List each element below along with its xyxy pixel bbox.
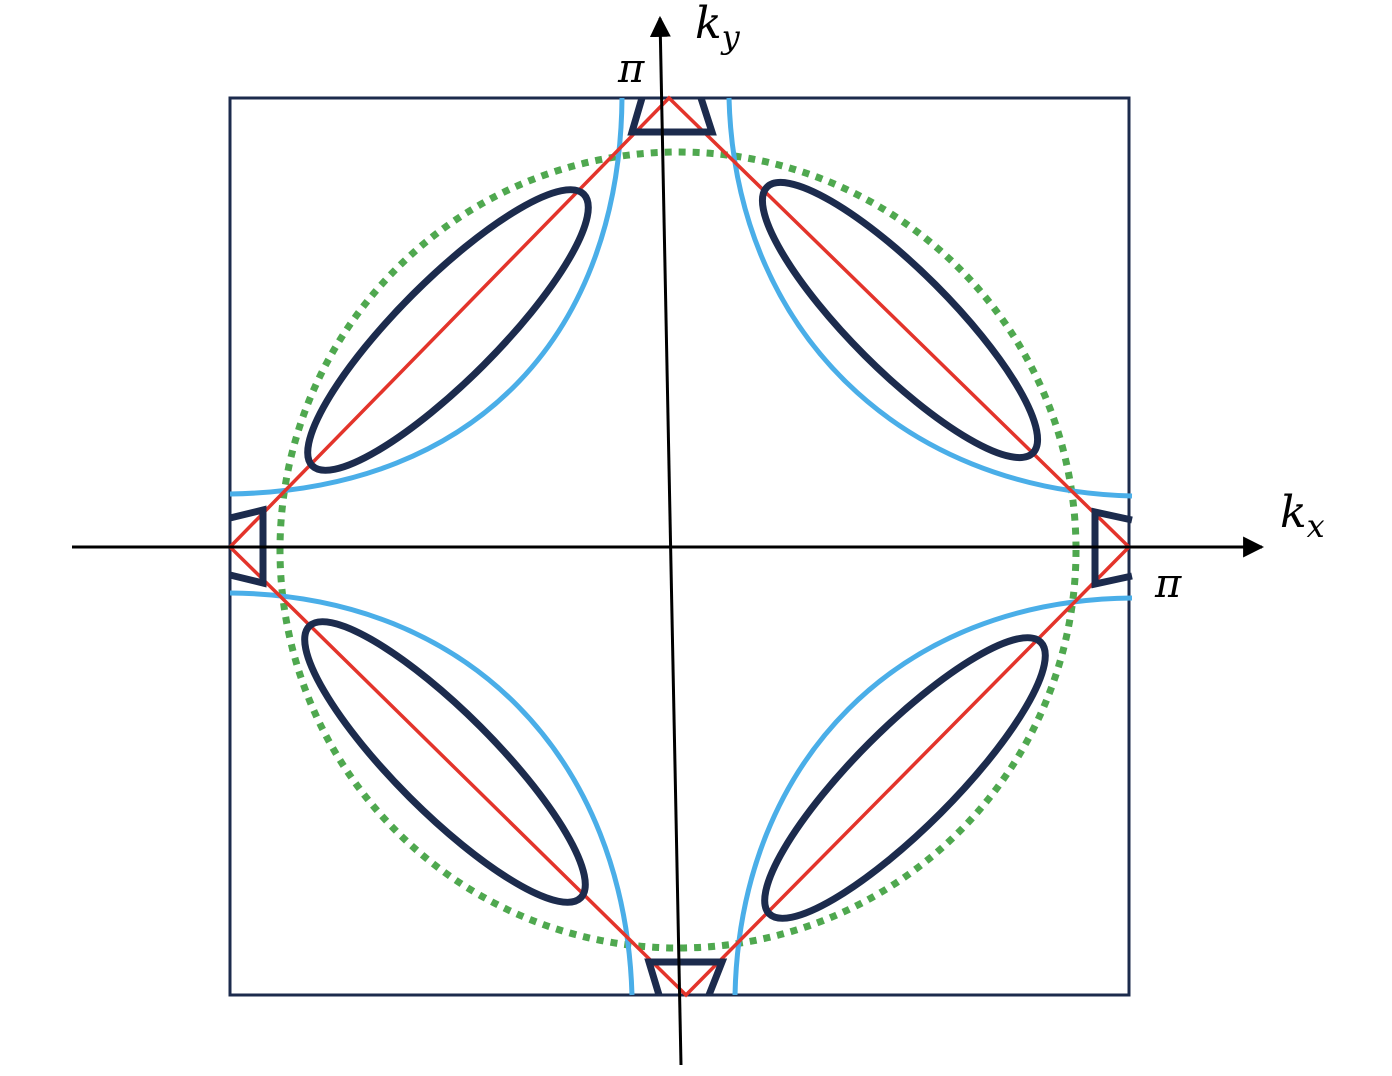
dotted-circle [276, 148, 1080, 952]
zone-edge-pockets [229, 96, 1133, 997]
blue-arc-bottom-left [229, 590, 635, 996]
ky-axis [649, 15, 683, 1066]
blue-arc-top-right [726, 97, 1133, 499]
pocket-bottom [644, 958, 728, 997]
kx-label: kx [1280, 487, 1325, 545]
ky-tick-pi: π [617, 46, 645, 92]
blue-arc-bottom-right [732, 595, 1133, 996]
kx-tick-pi: π [1154, 561, 1182, 607]
ky-label: ky [695, 0, 741, 56]
blue-fermi-arcs [229, 97, 1133, 996]
pocket-bottom-left [301, 618, 589, 906]
pocket-top [627, 96, 717, 136]
blue-arc-top-left [229, 97, 625, 497]
red-diamond [227, 95, 1132, 998]
pocket-bottom-right [761, 634, 1049, 922]
pocket-top-right [758, 178, 1042, 462]
elliptical-pockets [301, 178, 1049, 922]
pocket-top-left [304, 186, 592, 474]
